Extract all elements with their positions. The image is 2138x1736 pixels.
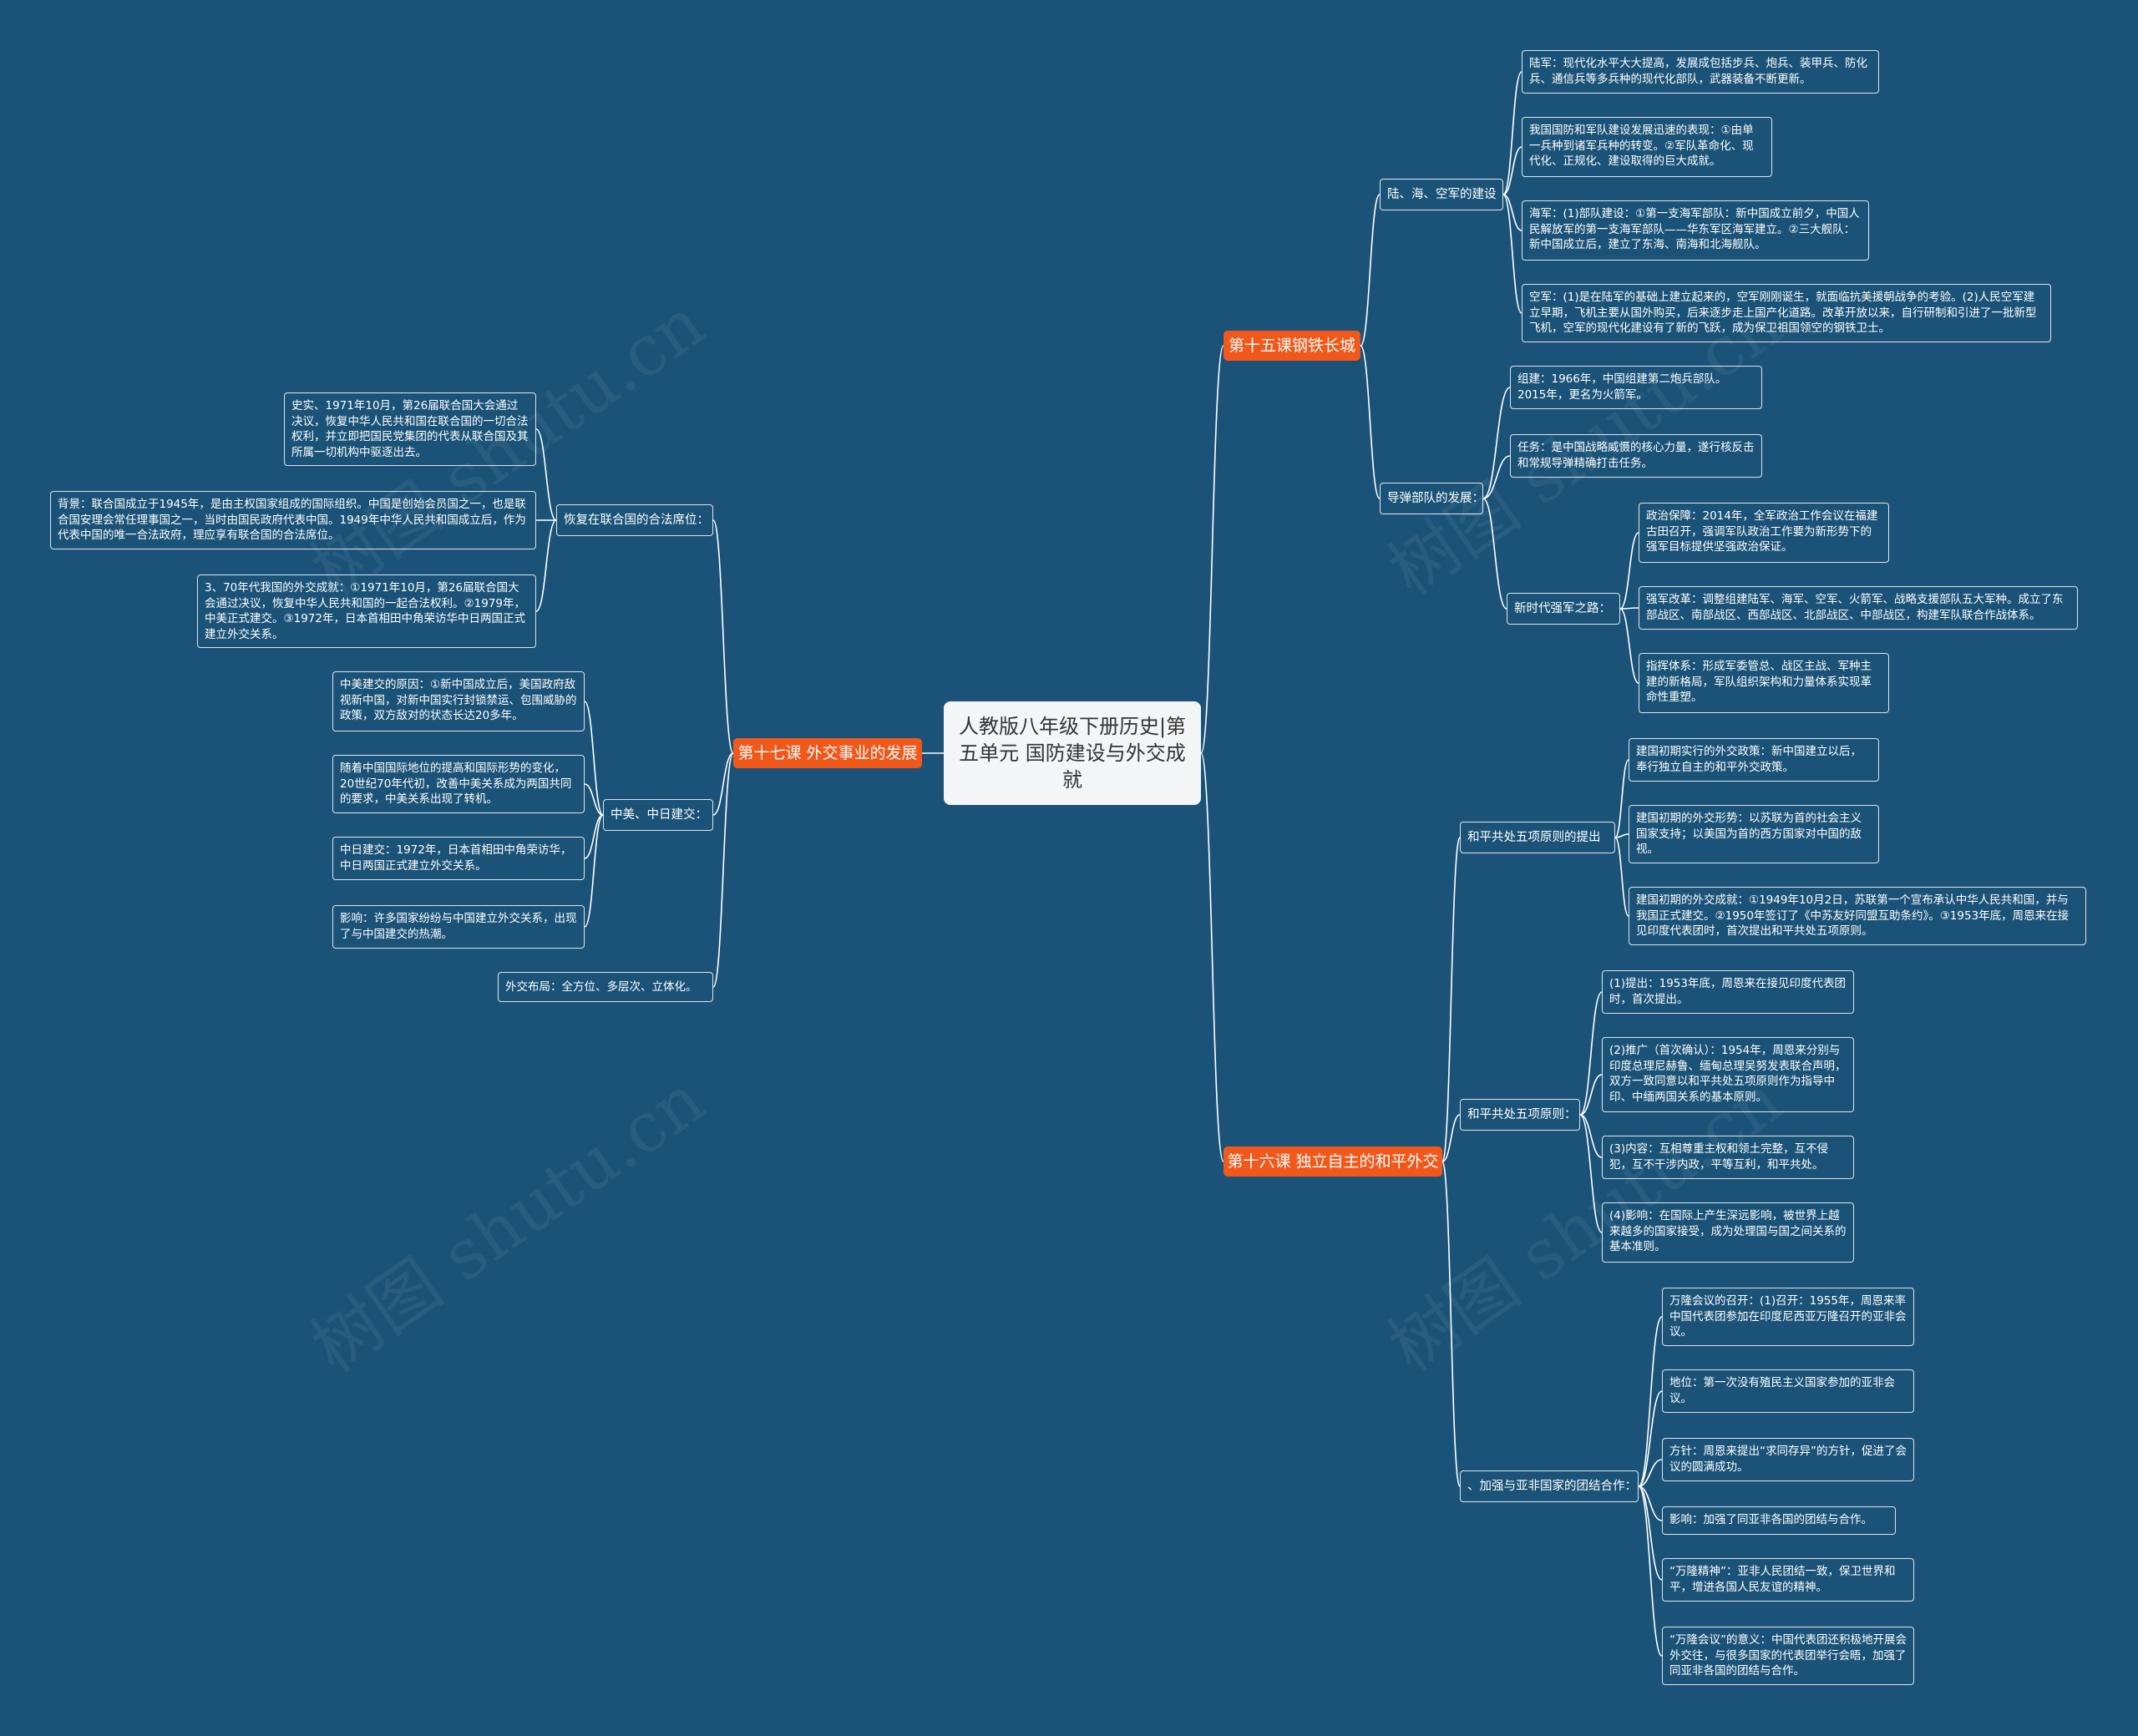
army-navy-airforce-topic[interactable]: 陆、海、空军的建设 (1380, 179, 1503, 210)
connector-line (1502, 146, 1522, 195)
bandung-status-leaf[interactable]: 地位：第一次没有殖民主义国家参加的亚非会议。 (1662, 1369, 1914, 1413)
five-principles-topic[interactable]: 和平共处五项原则： (1460, 1099, 1580, 1131)
connector-line (1360, 194, 1381, 347)
connector-line (1502, 194, 1522, 314)
connector-line (535, 519, 557, 612)
japan-relations-leaf[interactable]: 中日建交：1972年，日本首相田中角荣访华，中日两国正式建立外交关系。 (332, 837, 585, 880)
connector-line (712, 752, 734, 988)
airforce-leaf[interactable]: 空军：(1)是在陆军的基础上建立起来的，空军刚刚诞生，就面临抗美援朝战争的考验。… (1522, 284, 2051, 342)
principles-proposed-leaf[interactable]: (1)提出：1953年底，周恩来在接见印度代表团时，首次提出。 (1602, 970, 1854, 1014)
five-principles-proposal-topic[interactable]: 和平共处五项原则的提出 (1460, 822, 1615, 853)
connector-line (1638, 1390, 1663, 1487)
lesson-15-topic[interactable]: 第十五课钢铁长城 (1224, 331, 1360, 361)
connector-line (1502, 71, 1522, 195)
relations-impact-leaf[interactable]: 影响：许多国家纷纷与中国建立外交关系，出现了与中国建交的热潮。 (332, 905, 585, 949)
principles-content-leaf[interactable]: (3)内容：互相尊重主权和领土完整，互不侵犯，互不干涉内政，平等互利，和平共处。 (1602, 1136, 1854, 1179)
connector-line (1579, 1114, 1603, 1233)
bandung-impact-leaf[interactable]: 影响：加强了同亚非各国的团结与合作。 (1662, 1506, 1896, 1535)
connector-line (584, 814, 604, 928)
principles-impact-leaf[interactable]: (4)影响：在国际上产生深远影响，被世界上越来越多的国家接受，成为处理国与国之间… (1602, 1202, 1854, 1263)
connector-line (1638, 1485, 1663, 1521)
connector-line (1619, 607, 1639, 610)
command-system-leaf[interactable]: 指挥体系：形成军委管总、战区主战、军种主建的新格局，军队组织架构和力量体系实现革… (1639, 653, 1889, 713)
connector-line (1482, 498, 1507, 610)
army-leaf[interactable]: 陆军：现代化水平大大提高，发展成包括步兵、炮兵、装甲兵、防化兵、通信兵等多兵种的… (1522, 50, 1879, 94)
navy-leaf[interactable]: 海军：(1)部队建设：①第一支海军部队：新中国成立前夕，中国人民解放军的第一支海… (1522, 200, 1869, 261)
defense-progress-leaf[interactable]: 我国国防和军队建设发展迅速的表现：①由单一兵种到诸军兵种的转变。②军队革命化、现… (1522, 117, 1772, 177)
political-guarantee-leaf[interactable]: 政治保障：2014年，全军政治工作会议在福建古田召开，强调军队政治工作要为新形势… (1639, 503, 1889, 563)
connector-line (1482, 387, 1511, 499)
connector-line (1638, 1316, 1663, 1487)
un-seat-topic[interactable]: 恢复在联合国的合法席位： (556, 504, 713, 536)
early-achievements-leaf[interactable]: 建国初期的外交成就：①1949年10月2日，苏联第一个宣布承认中华人民共和国，并… (1629, 887, 2086, 945)
connector-line (1360, 345, 1381, 499)
connector-line (535, 428, 557, 521)
connector-line (1200, 752, 1224, 1162)
seventies-achievements-leaf[interactable]: 3、70年代我国的外交成就：①1971年10月，第26届联合国大会通过决议，恢复… (197, 574, 536, 648)
connector-line (584, 783, 604, 816)
connector-line (1441, 837, 1461, 1162)
connector-line (712, 519, 734, 754)
connector-line (1614, 833, 1629, 838)
connector-line (1482, 455, 1511, 499)
connector-line (584, 814, 604, 859)
connector-line (1614, 759, 1629, 838)
connector-line (1441, 1161, 1461, 1487)
connector-line (1441, 1114, 1461, 1162)
connector-line (584, 701, 604, 816)
bandung-conference-leaf[interactable]: 万隆会议的召开：(1)召开：1955年，周恩来率中国代表团参加在印度尼西亚万隆召… (1662, 1288, 1914, 1346)
early-policy-leaf[interactable]: 建国初期实行的外交政策：新中国建立以后，奉行独立自主的和平外交政策。 (1629, 738, 1879, 782)
early-situation-leaf[interactable]: 建国初期的外交形势：以苏联为首的社会主义国家支持；以美国为首的西方国家对中国的敌… (1629, 805, 1879, 863)
bandung-spirit-leaf[interactable]: “万隆精神”：亚非人民团结一致，保卫世界和平，增进各国人民友谊的精神。 (1662, 1558, 1914, 1602)
strong-military-road-topic[interactable]: 新时代强军之路： (1507, 593, 1620, 625)
lesson-17-topic[interactable]: 第十七课 外交事业的发展 (733, 738, 922, 768)
connector-line (1614, 837, 1629, 917)
military-reform-leaf[interactable]: 强军改革：调整组建陆军、海军、空军、火箭军、战略支援部队五大军种。成立了东部战区… (1639, 586, 2078, 630)
us-relations-reason-leaf[interactable]: 中美建交的原因：①新中国成立后，美国政府敌视新中国，对新中国实行封锁禁运、包围威… (332, 671, 585, 731)
connector-line (1579, 1114, 1603, 1158)
connector-line (1579, 991, 1603, 1116)
connector-line (1200, 345, 1224, 754)
relations-turning-point-leaf[interactable]: 随着中国国际地位的提高和国际形势的变化，20世纪70年代初，改善中美关系成为两国… (332, 755, 585, 813)
us-japan-relations-topic[interactable]: 中美、中日建交： (603, 799, 713, 831)
principles-promotion-leaf[interactable]: (2)推广（首次确认）：1954年，周恩来分别与印度总理尼赫鲁、缅甸总理吴努发表… (1602, 1037, 1854, 1112)
un-background-leaf[interactable]: 背景：联合国成立于1945年，是由主权国家组成的国际组织。中国是创始会员国之一，… (50, 491, 536, 549)
bandung-policy-leaf[interactable]: 方针：周恩来提出“求同存异”的方针，促进了会议的圆满成功。 (1662, 1438, 1914, 1481)
missile-mission-leaf[interactable]: 任务：是中国战略威慑的核心力量，遂行核反击和常规导弹精确打击任务。 (1510, 434, 1762, 478)
missile-force-topic[interactable]: 导弹部队的发展： (1380, 483, 1484, 514)
bandung-significance-leaf[interactable]: “万隆会议”的意义：中国代表团还积极地开展会外交往，与很多国家的代表团举行会晤，… (1662, 1627, 1914, 1685)
root-topic[interactable]: 人教版八年级下册历史|第五单元 国防建设与外交成就 (944, 701, 1201, 805)
connector-line (1638, 1459, 1663, 1487)
un-history-leaf[interactable]: 史实、1971年10月，第26届联合国大会通过决议，恢复中华人民共和国在联合国的… (284, 392, 536, 466)
connector-line (1502, 194, 1522, 231)
missile-formation-leaf[interactable]: 组建：1966年，中国组建第二炮兵部队。2015年，更名为火箭军。 (1510, 366, 1762, 409)
connector-line (712, 752, 734, 816)
lesson-16-topic[interactable]: 第十六课 独立自主的和平外交 (1224, 1146, 1442, 1177)
diplomatic-layout-leaf[interactable]: 外交布局：全方位、多层次、立体化。 (498, 972, 713, 1002)
connector-line (1638, 1485, 1663, 1581)
connector-line (1619, 532, 1639, 610)
connector-line (1579, 1074, 1603, 1116)
connector-line (1638, 1485, 1663, 1657)
asia-africa-cooperation-topic[interactable]: 、加强与亚非国家的团结合作： (1460, 1470, 1639, 1502)
connector-line (1619, 608, 1639, 684)
